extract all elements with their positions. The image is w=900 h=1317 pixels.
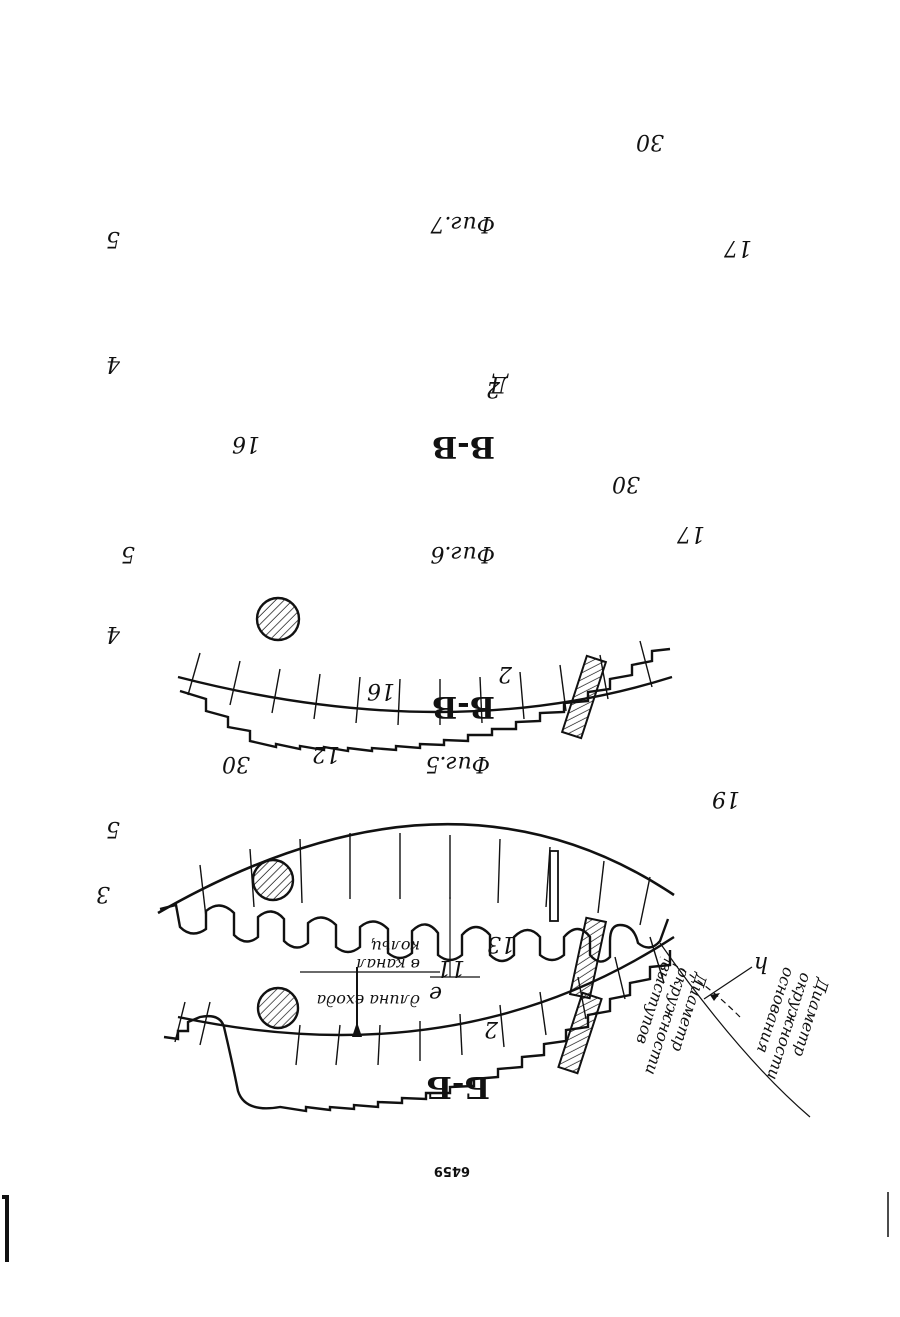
fig5-note-protrusion: Диаметр окружности выступов — [624, 959, 711, 1083]
fig6-label-30: 30 — [612, 471, 640, 496]
fig7-label-4: 4 — [106, 351, 121, 376]
fig6-pin-5 — [257, 598, 299, 640]
fig7-caption: Фиг.7 — [430, 211, 495, 236]
fig6-label-17: 17 — [677, 521, 705, 546]
fig7-label-5: 5 — [106, 226, 120, 251]
fig7-label-16: 16 — [232, 431, 260, 456]
fig5-label-30: 30 — [222, 751, 250, 776]
fig5-label-h: h — [754, 951, 768, 976]
margin-mark-right — [2, 1197, 7, 1262]
fig6-label-2: 2 — [498, 661, 513, 686]
fig7-label-30: 30 — [636, 129, 664, 154]
fig6-label-5: 5 — [121, 541, 135, 566]
fig5-note-entry-3: кольц — [371, 937, 420, 956]
fig5-section: Б-Б — [426, 1069, 490, 1104]
fig7-label-17: 17 — [724, 235, 752, 260]
fig5-label-19: 19 — [712, 786, 740, 811]
fig6-label-4: 4 — [106, 621, 121, 646]
fig5-part-19 — [550, 851, 558, 921]
fig5-note-entry-2: в канал — [356, 955, 420, 974]
fig5-label-13: 13 — [487, 931, 515, 956]
sheet-number: 6459 — [434, 1163, 470, 1178]
fig5-outer-arc — [158, 824, 674, 913]
fig6-label-16: 16 — [367, 678, 395, 703]
fig5-label-12: 12 — [312, 741, 340, 766]
figure-7 — [164, 132, 700, 1111]
fig5-caption: Фиг.5 — [425, 751, 490, 776]
fig5-pin-5 — [253, 860, 293, 900]
fig7-label-2: 2 — [486, 376, 501, 401]
fig6-section: В-В — [432, 689, 495, 724]
fig5-label-5: 5 — [106, 816, 120, 841]
fig5-note-base: Диаметр окружности основания — [746, 964, 833, 1088]
fig5-label-2: 2 — [484, 1016, 499, 1041]
fig5-dim-h — [704, 967, 752, 999]
fig5-label-3: 3 — [96, 881, 110, 906]
fig5-note-entry-1: длина входа — [317, 991, 420, 1010]
fig5-label-11: 11 — [437, 955, 465, 980]
fig7-section: В-В — [432, 429, 495, 464]
fig6-caption: Фиг.6 — [430, 541, 495, 566]
fig7-pin-5 — [258, 988, 298, 1028]
figure-6 — [178, 598, 672, 751]
fig5-label-e: e — [429, 981, 442, 1006]
fig7-arrow-head — [352, 1022, 362, 1037]
